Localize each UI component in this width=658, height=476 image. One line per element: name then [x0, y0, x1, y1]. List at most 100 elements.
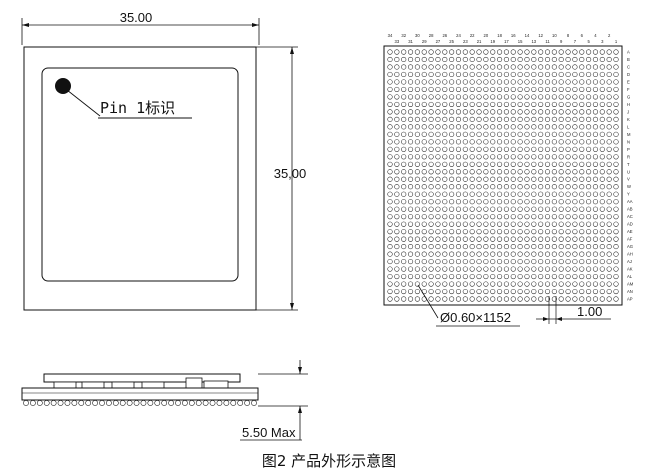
column-label: 19	[490, 39, 495, 44]
solder-ball	[599, 214, 605, 220]
solder-ball	[414, 146, 420, 152]
solder-ball	[490, 214, 496, 220]
solder-ball	[435, 206, 441, 212]
solder-ball	[586, 161, 592, 167]
column-label: 26	[442, 33, 447, 38]
solder-ball	[455, 124, 462, 130]
solder-ball	[428, 199, 434, 205]
solder-ball	[606, 184, 612, 190]
column-label: 5	[587, 39, 590, 44]
solder-ball	[544, 94, 551, 100]
solder-ball	[579, 116, 585, 122]
solder-ball	[503, 184, 509, 190]
side-component	[53, 381, 77, 389]
solder-ball	[469, 86, 475, 92]
solder-ball	[613, 79, 619, 85]
solder-ball	[483, 206, 489, 212]
solder-ball	[586, 101, 592, 107]
solder-ball	[503, 109, 509, 115]
solder-ball	[462, 176, 468, 182]
solder-ball	[551, 109, 557, 115]
solder-ball	[462, 169, 468, 175]
solder-ball	[586, 139, 592, 145]
solder-ball	[579, 154, 585, 160]
solder-ball	[517, 266, 523, 272]
ball-spec-label: Ø0.60×1152	[440, 310, 511, 325]
solder-ball	[414, 191, 420, 197]
solder-ball	[544, 109, 551, 115]
solder-ball	[497, 101, 503, 107]
solder-ball	[483, 139, 489, 145]
solder-ball	[421, 281, 427, 287]
solder-ball	[572, 79, 578, 85]
solder-ball	[510, 154, 516, 160]
solder-ball	[538, 236, 544, 242]
solder-ball	[497, 296, 503, 302]
solder-ball	[538, 64, 544, 70]
solder-ball	[579, 79, 585, 85]
solder-ball	[503, 191, 509, 197]
solder-ball	[394, 146, 400, 152]
solder-ball	[394, 79, 400, 85]
solder-ball	[572, 266, 578, 272]
solder-ball	[565, 86, 571, 92]
solder-ball	[599, 79, 605, 85]
solder-ball	[490, 101, 496, 107]
solder-ball	[449, 109, 455, 115]
solder-ball	[476, 273, 482, 280]
solder-ball	[421, 86, 427, 92]
solder-ball	[606, 266, 612, 272]
width-dimension: 35.00	[120, 10, 153, 25]
solder-ball	[462, 131, 468, 137]
row-label: K	[627, 117, 630, 122]
solder-ball	[551, 176, 557, 182]
solder-ball	[613, 288, 619, 295]
solder-ball	[606, 244, 612, 250]
solder-ball	[565, 146, 571, 152]
solder-ball	[401, 116, 407, 122]
solder-ball	[503, 131, 509, 137]
solder-ball	[414, 49, 420, 55]
side-solder-ball	[147, 400, 154, 406]
solder-ball	[414, 259, 420, 265]
solder-ball	[613, 236, 619, 242]
solder-ball	[455, 116, 462, 122]
solder-ball	[613, 244, 619, 250]
solder-ball	[572, 214, 578, 220]
row-label: AE	[627, 229, 633, 234]
solder-ball	[407, 131, 414, 137]
solder-ball	[510, 221, 516, 227]
solder-ball	[455, 64, 462, 70]
solder-ball	[517, 124, 523, 130]
solder-ball	[469, 79, 475, 85]
solder-ball	[586, 221, 592, 227]
solder-ball	[387, 94, 393, 100]
solder-ball	[558, 64, 564, 70]
solder-ball	[490, 273, 496, 280]
solder-ball	[449, 206, 455, 212]
solder-ball	[483, 296, 489, 302]
solder-ball	[462, 206, 468, 212]
solder-ball	[469, 281, 475, 287]
solder-ball	[414, 109, 420, 115]
solder-ball	[538, 79, 544, 85]
solder-ball	[565, 191, 571, 197]
solder-ball	[510, 131, 516, 137]
solder-ball	[414, 116, 420, 122]
solder-ball	[476, 139, 482, 145]
solder-ball	[538, 109, 544, 115]
solder-ball	[592, 146, 599, 152]
solder-ball	[490, 184, 496, 190]
solder-ball	[592, 281, 599, 287]
solder-ball	[606, 139, 612, 145]
solder-ball	[565, 236, 571, 242]
solder-ball	[510, 86, 516, 92]
solder-ball	[579, 176, 585, 182]
solder-ball	[414, 176, 420, 182]
solder-ball	[449, 191, 455, 197]
pin1-label: Pin 1标识	[100, 99, 175, 117]
solder-ball	[565, 94, 571, 100]
solder-ball	[455, 86, 462, 92]
solder-ball	[435, 169, 441, 175]
